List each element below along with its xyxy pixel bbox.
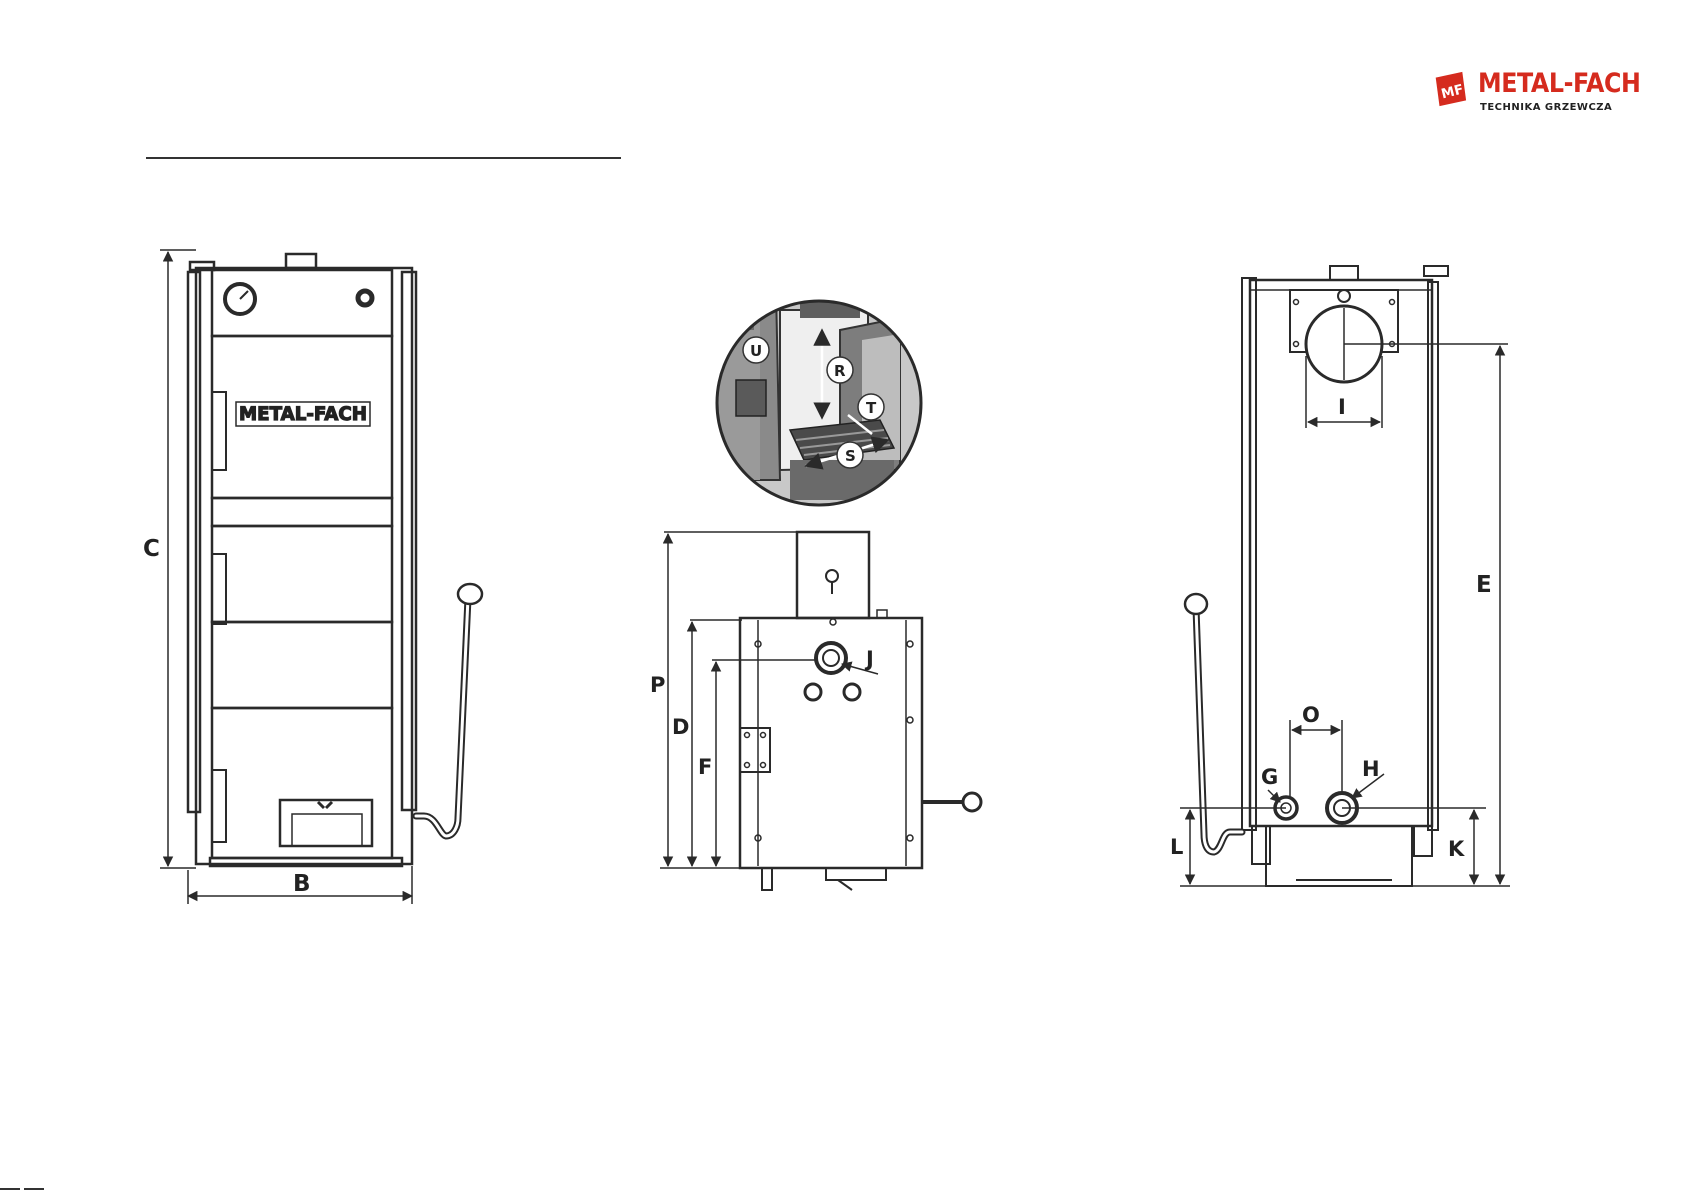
door-divider	[212, 498, 392, 526]
front-body-outline	[196, 268, 412, 864]
side-dimensions	[660, 532, 878, 868]
front-left-panel	[188, 272, 200, 812]
rear-base	[1266, 826, 1412, 886]
front-dimensions	[160, 250, 412, 904]
port-right	[844, 684, 860, 700]
hinge-middle	[212, 554, 226, 624]
dim-label-e: E	[1476, 572, 1492, 598]
dim-label-h: H	[1362, 757, 1380, 781]
dim-label-b: B	[293, 871, 311, 897]
inset-label-s: S	[845, 447, 856, 465]
side-foot	[826, 868, 886, 880]
vent-icon	[358, 291, 372, 305]
rear-top-valve	[1424, 266, 1448, 276]
front-right-panel	[402, 272, 416, 810]
dim-label-j: J	[864, 647, 874, 671]
side-lever-knob	[963, 793, 981, 811]
side-body	[740, 618, 922, 868]
dim-label-k: K	[1448, 837, 1465, 861]
side-view	[740, 532, 981, 890]
rear-dimensions	[1180, 344, 1510, 886]
combustion-chamber-inset	[710, 290, 930, 510]
outlet-j	[816, 643, 846, 673]
dim-label-g: G	[1261, 765, 1278, 789]
front-base	[210, 858, 402, 866]
inset-label-r: R	[834, 362, 846, 380]
hinge-lower	[212, 770, 226, 842]
middle-panel	[212, 622, 392, 708]
inset-label-u: U	[750, 342, 762, 360]
dim-label-i: I	[1338, 395, 1346, 419]
dim-label-d: D	[672, 715, 689, 739]
door-brand-text: METAL-FACH	[239, 403, 367, 425]
port-left	[805, 684, 821, 700]
lever-knob	[458, 584, 482, 604]
inset-label-t: T	[866, 399, 877, 417]
rear-flue-stub	[1330, 266, 1358, 280]
rear-view	[1185, 266, 1448, 886]
dim-label-c: C	[143, 536, 160, 562]
front-view	[188, 254, 482, 866]
page-corner-marks	[0, 1188, 48, 1190]
dim-label-l: L	[1170, 835, 1183, 859]
flue-stub	[286, 254, 316, 268]
flue-box	[797, 532, 869, 618]
flue-damper-icon	[826, 570, 838, 582]
middle-door	[212, 526, 392, 622]
top-valve	[190, 262, 214, 270]
dim-g-leader	[1268, 790, 1280, 802]
dim-label-f: F	[698, 755, 712, 779]
lower-door	[212, 708, 392, 858]
dim-label-p: P	[650, 673, 665, 697]
dim-label-o: O	[1302, 703, 1320, 727]
hinge-upper	[212, 392, 226, 470]
rear-lever-knob	[1185, 594, 1207, 614]
